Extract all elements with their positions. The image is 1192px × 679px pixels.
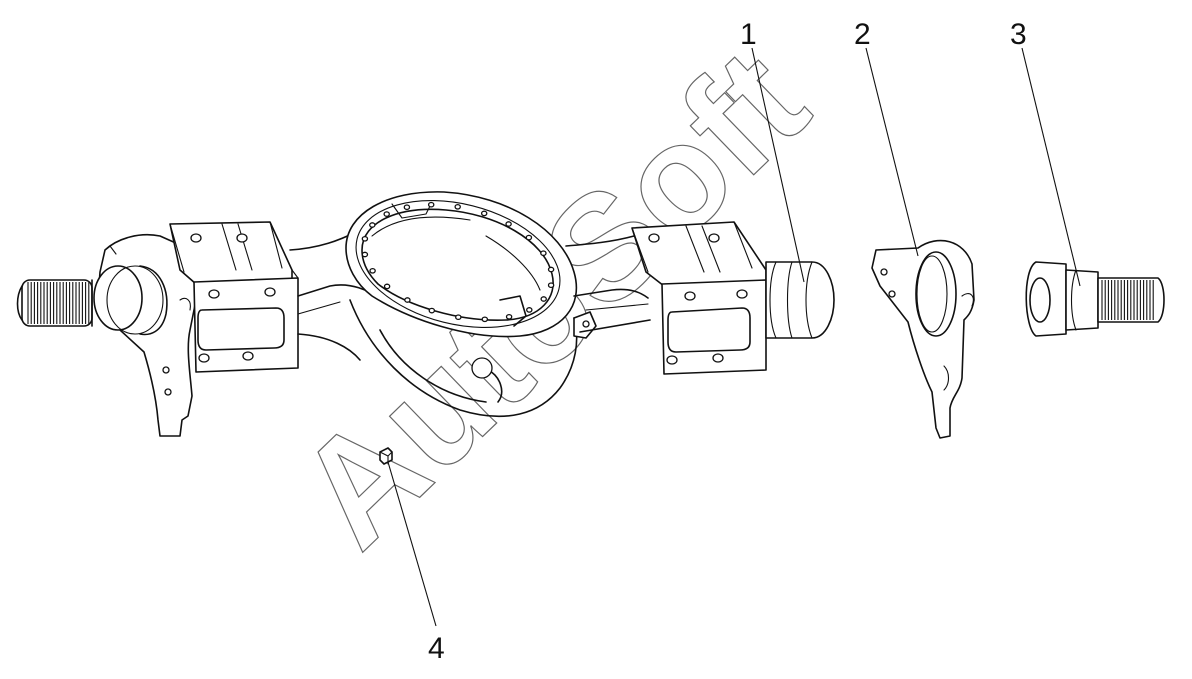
leader-line-3 — [1021, 47, 1081, 287]
left-spring-pad — [169, 221, 299, 373]
left-hub-flange — [93, 234, 199, 437]
grease-nipple-part-4 — [379, 447, 393, 465]
leader-line-1 — [751, 47, 805, 283]
axle-spindle-part-1 — [765, 261, 835, 339]
leader-line-2 — [865, 47, 919, 257]
right-spring-pad — [631, 221, 767, 375]
banjo-housing — [345, 191, 597, 418]
splined-shaft-part-3 — [1025, 261, 1165, 337]
leader-lines — [387, 47, 1081, 627]
right-axle-tube — [565, 235, 651, 333]
callout-label-4: 4 — [428, 632, 445, 665]
brake-plate-part-2 — [871, 239, 975, 439]
leader-line-4 — [387, 461, 437, 627]
callout-label-2: 2 — [854, 18, 871, 51]
callout-label-3: 3 — [1010, 18, 1027, 51]
left-spline-shaft — [16, 279, 93, 327]
callout-label-1: 1 — [740, 18, 757, 51]
